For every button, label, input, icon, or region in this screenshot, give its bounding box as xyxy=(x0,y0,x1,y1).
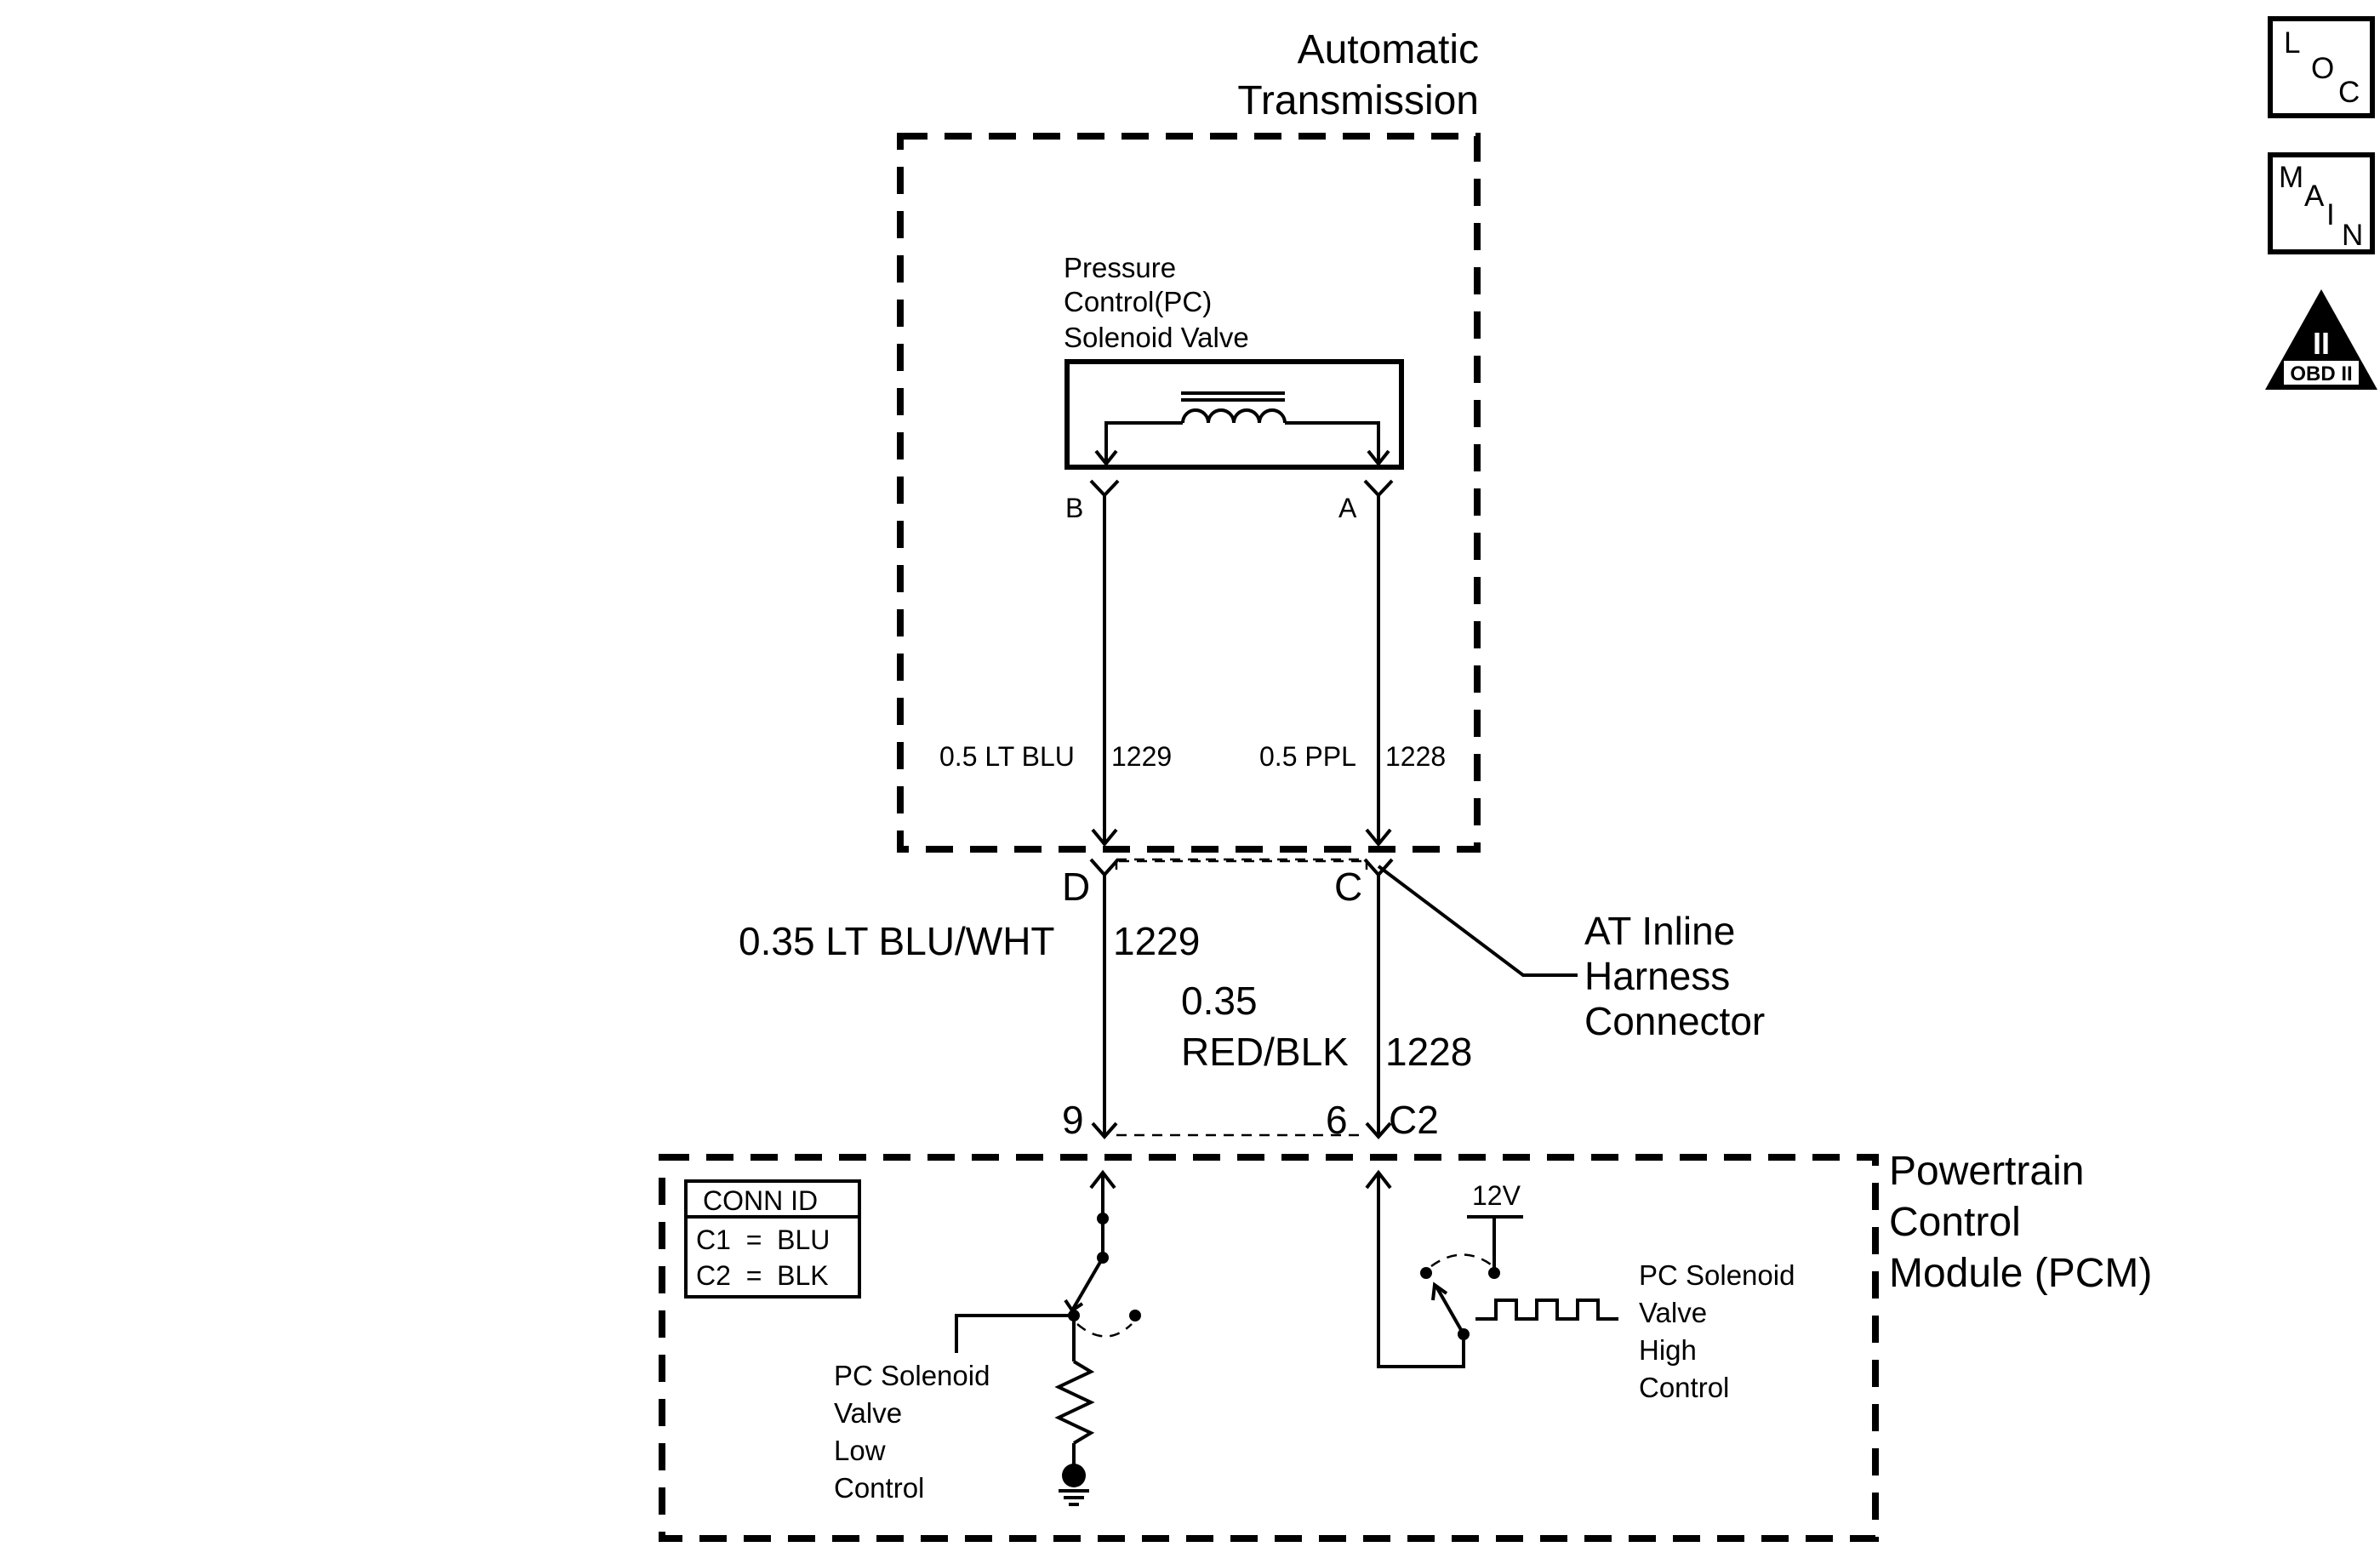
pwm-waveform-icon xyxy=(1475,1299,1618,1321)
high-control-voltage: 12V xyxy=(1472,1180,1521,1211)
high-control-label-line4: Control xyxy=(1639,1372,1729,1403)
loc-icon-o: O xyxy=(2311,52,2334,85)
solenoid-label-line3: Solenoid Valve xyxy=(1064,322,1249,353)
wire-1228-harness-circuit: 1228 xyxy=(1385,1030,1472,1074)
pcm-pin-6: 6 xyxy=(1326,1098,1348,1142)
pcm-title-line2: Control xyxy=(1889,1200,2021,1245)
high-control-label-line2: Valve xyxy=(1639,1297,1707,1328)
connector-label-line2: Harness xyxy=(1584,954,1730,998)
connector-pin-d: D xyxy=(1062,865,1090,909)
connector-leader-line xyxy=(1377,865,1578,977)
pcm-pin-6-terminal-icon xyxy=(1365,1122,1392,1140)
wire-1229-trans-label: 0.5 LT BLU xyxy=(939,741,1075,772)
transmission-title-line2: Transmission xyxy=(1237,78,1479,123)
main-icon-a: A xyxy=(2304,180,2325,213)
conn-id-table: CONN ID C1 = BLU C2 = BLK xyxy=(684,1179,861,1299)
pcm-pin-9: 9 xyxy=(1062,1098,1084,1142)
low-control-label-line3: Low xyxy=(834,1435,886,1466)
wire-1229-trans-circuit: 1229 xyxy=(1111,741,1172,772)
wire-1229-harness-label: 0.35 LT BLU/WHT xyxy=(739,919,1055,963)
main-icon-n: N xyxy=(2342,219,2363,252)
solenoid-pin-a-terminal-icon xyxy=(1363,479,1394,498)
pcm-pin-9-terminal-icon xyxy=(1091,1122,1118,1140)
loc-button[interactable]: L O C xyxy=(2268,16,2375,118)
solenoid-label-line2: Control(PC) xyxy=(1064,286,1212,317)
pcm-title-line3: Module (PCM) xyxy=(1889,1251,2152,1296)
loc-icon-c: C xyxy=(2338,76,2360,109)
transmission-title-line1: Automatic xyxy=(1298,27,1479,72)
transmission-boundary xyxy=(897,133,1481,853)
obd-roman: II xyxy=(2313,326,2330,361)
inline-connector-outline xyxy=(1115,858,1365,863)
high-control-switch-icon xyxy=(1435,1286,1465,1335)
main-button[interactable]: M A I N xyxy=(2268,152,2375,254)
pcm-title-line1: Powertrain xyxy=(1889,1149,2084,1194)
conn-id-header: CONN ID xyxy=(703,1185,818,1216)
wire-1228-harness-label: RED/BLK xyxy=(1181,1030,1349,1074)
wire-1228-harness-label-line1: 0.35 xyxy=(1181,979,1258,1023)
solenoid-pin-a: A xyxy=(1338,493,1357,523)
solenoid-pin-b-terminal-icon xyxy=(1089,479,1120,498)
high-control-circuit xyxy=(1365,1169,1618,1368)
high-control-label-line1: PC Solenoid xyxy=(1639,1259,1795,1291)
obd-ii-button[interactable]: II OBD II xyxy=(2265,289,2377,390)
wire-1229-harness-circuit: 1229 xyxy=(1113,919,1200,963)
main-icon-i: I xyxy=(2326,198,2335,231)
low-control-label-line4: Control xyxy=(834,1472,924,1504)
connector-label-line3: Connector xyxy=(1584,999,1765,1043)
pcm-connector-c2: C2 xyxy=(1389,1098,1439,1142)
low-control-circuit xyxy=(955,1169,1141,1506)
low-control-label-line1: PC Solenoid xyxy=(834,1360,990,1391)
wire-1228-trans-label: 0.5 PPL xyxy=(1259,741,1356,772)
solenoid-label-line1: Pressure xyxy=(1064,252,1176,283)
low-control-switch-icon xyxy=(1070,1256,1104,1312)
solenoid-pin-b: B xyxy=(1065,493,1083,523)
connector-label-line1: AT Inline xyxy=(1584,909,1735,953)
ground-icon xyxy=(1062,1464,1086,1487)
high-control-label-line3: High xyxy=(1639,1334,1697,1366)
pc-solenoid-valve xyxy=(1064,359,1404,470)
connector-d-terminal-icon xyxy=(1089,858,1120,878)
wire-1228-trans-circuit: 1228 xyxy=(1385,741,1446,772)
solenoid-coil-icon xyxy=(1181,408,1287,424)
connector-pin-c: C xyxy=(1334,865,1362,909)
main-icon-m: M xyxy=(2279,161,2303,194)
resistor-icon xyxy=(1054,1360,1095,1445)
loc-icon-l: L xyxy=(2284,26,2300,60)
conn-id-row1: C1 = BLU xyxy=(696,1224,830,1255)
conn-id-row2: C2 = BLK xyxy=(696,1260,829,1291)
obd-text: OBD II xyxy=(2290,362,2352,385)
low-control-label-line2: Valve xyxy=(834,1397,902,1429)
